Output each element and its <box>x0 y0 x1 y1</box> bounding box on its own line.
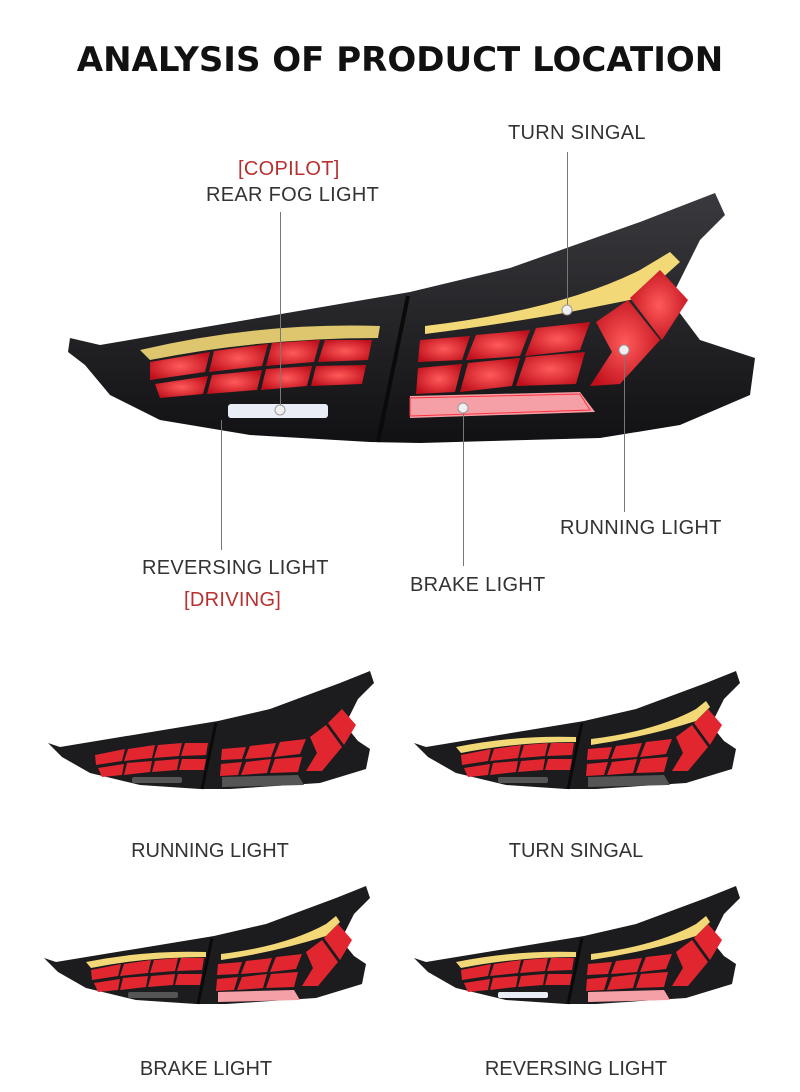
reversing-light-pointer <box>221 420 222 550</box>
variant-taillight-reverse <box>414 886 740 1005</box>
variant-caption-reverse: REVERSING LIGHT <box>484 1058 668 1080</box>
brake-light-label: BRAKE LIGHT <box>410 574 546 596</box>
turn-signal-label: TURN SINGAL <box>508 122 646 144</box>
copilot-label: [COPILOT] <box>238 158 340 180</box>
reversing-light-label: REVERSING LIGHT <box>142 557 329 579</box>
brake-light-dot <box>457 402 469 414</box>
running-light-pointer <box>624 350 625 512</box>
variant-caption-brake: BRAKE LIGHT <box>139 1058 273 1080</box>
running-light-label: RUNNING LIGHT <box>560 517 722 539</box>
variant-taillight-brake <box>44 886 370 1005</box>
driving-label: [DRIVING] <box>184 589 282 611</box>
main-taillight-image <box>68 193 755 443</box>
turn-signal-pointer <box>567 152 568 310</box>
rear-fog-pointer <box>280 212 281 410</box>
variant-taillight-running <box>48 671 374 790</box>
variant-caption-running: RUNNING LIGHT <box>131 840 289 862</box>
page-title: ANALYSIS OF PRODUCT LOCATION <box>76 40 724 80</box>
rear-fog-dot <box>274 404 286 416</box>
brake-light-pointer <box>463 408 464 566</box>
variant-caption-turn: TURN SINGAL <box>508 840 644 862</box>
variant-taillight-turn <box>414 671 740 790</box>
running-light-dot <box>618 344 630 356</box>
turn-signal-dot <box>561 304 573 316</box>
rear-fog-light-label: REAR FOG LIGHT <box>206 184 380 206</box>
